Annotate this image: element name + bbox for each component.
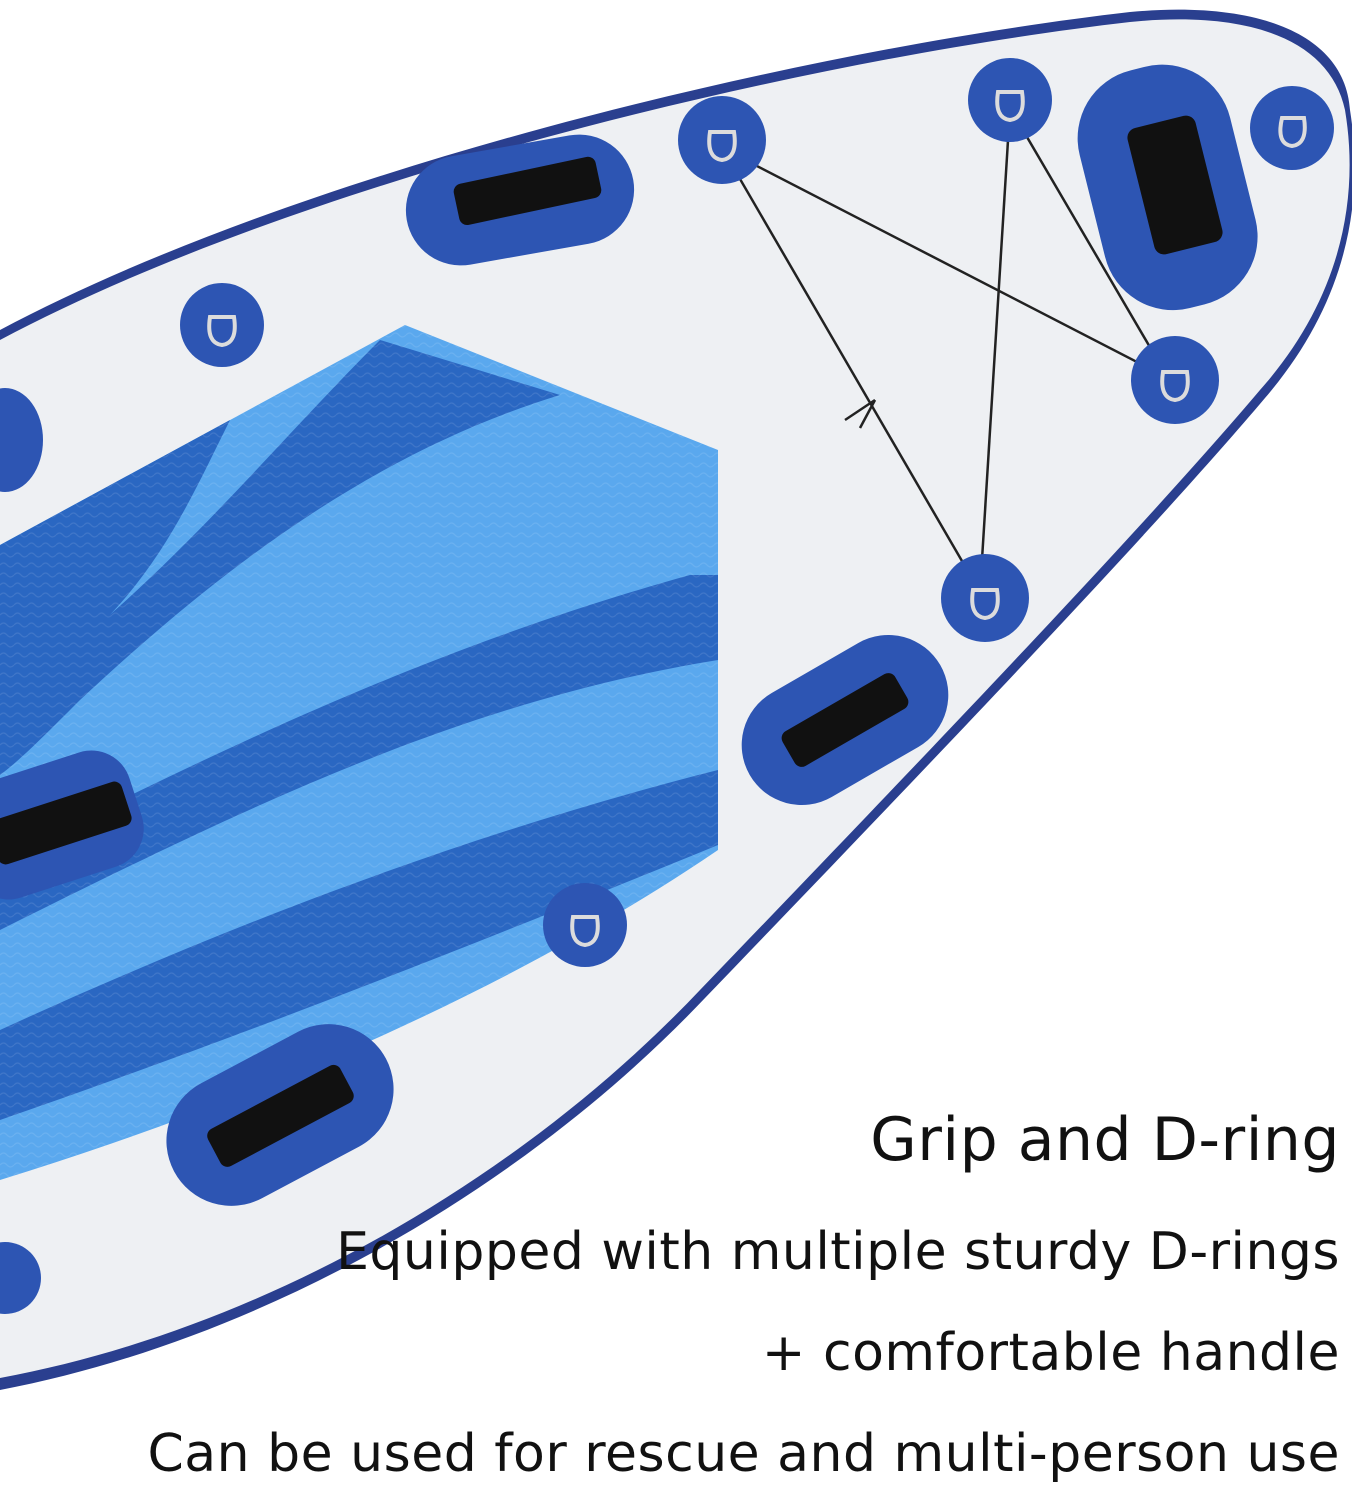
d-ring-icon: [941, 554, 1029, 642]
caption-line-1: Equipped with multiple sturdy D-rings: [336, 1222, 1340, 1282]
caption-line-3: Can be used for rescue and multi-person …: [147, 1424, 1340, 1484]
d-ring-icon: [180, 283, 264, 367]
handle-icon: [0, 388, 43, 492]
caption-line-2: + comfortable handle: [761, 1323, 1340, 1383]
caption-title: Grip and D-ring: [870, 1105, 1340, 1175]
handle-icon: [0, 750, 144, 900]
handle-icon: [741, 635, 949, 805]
traction-pad: [0, 325, 718, 1180]
d-ring-icon: [678, 96, 766, 184]
d-ring-icon: [0, 1242, 41, 1314]
handle-icon: [405, 134, 635, 266]
handle-icon: [1077, 64, 1258, 311]
d-ring-icon: [968, 58, 1052, 142]
d-ring-icon: [543, 883, 627, 967]
handle-icon: [166, 1024, 394, 1206]
d-ring-icon: [1250, 86, 1334, 170]
bungee-cord-icon: [720, 107, 1170, 593]
d-ring-icon: [1131, 336, 1219, 424]
